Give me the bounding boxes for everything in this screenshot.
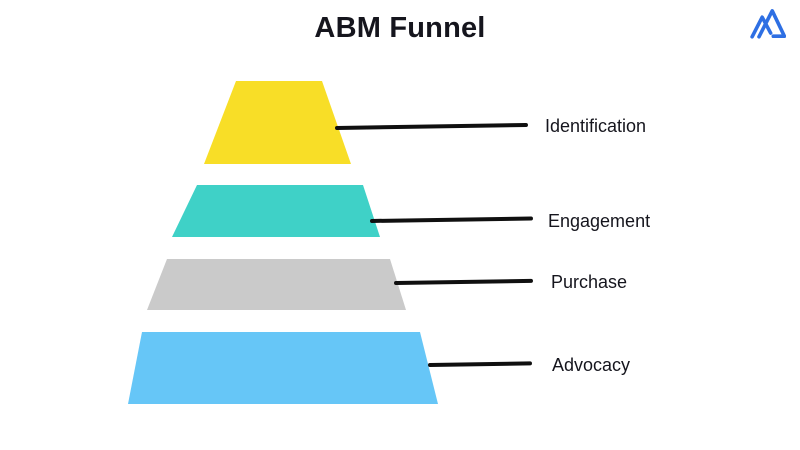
connector-line-identification: [334, 122, 529, 130]
stage-label-identification: Identification: [545, 116, 647, 136]
mountain-logo-icon: [750, 7, 786, 39]
funnel-stage-advocacy: [128, 332, 438, 404]
funnel-stage-purchase: [147, 259, 406, 310]
connector-line-engagement: [369, 216, 534, 223]
page-title: ABM Funnel: [314, 12, 486, 44]
stage-label-purchase: Purchase: [551, 272, 628, 292]
connector-line-advocacy: [427, 361, 533, 367]
funnel-stage-engagement: [172, 185, 380, 237]
stage-label-engagement: Engagement: [548, 211, 651, 231]
funnel-stage-identification: [204, 81, 351, 164]
stage-label-advocacy: Advocacy: [552, 355, 631, 375]
connector-line-purchase: [393, 278, 534, 285]
